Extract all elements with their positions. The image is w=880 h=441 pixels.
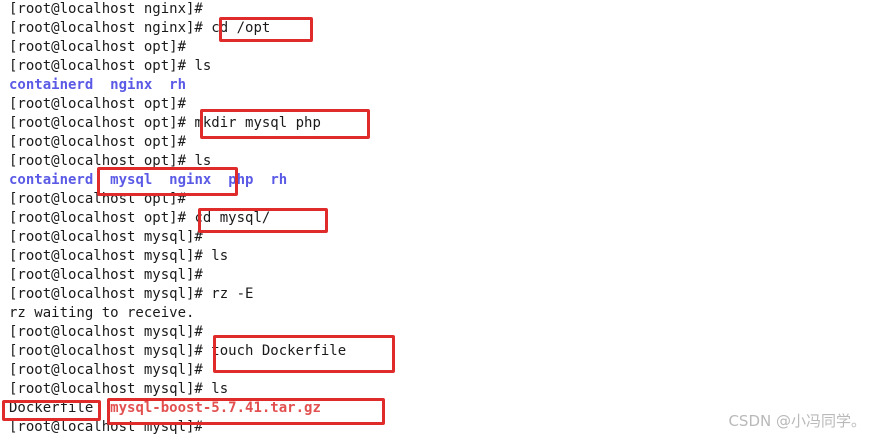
terminal-line: [root@localhost nginx]# [9,0,880,19]
directory-entry: containerd [9,172,94,188]
terminal-line: [root@localhost opt]# mkdir mysql php [9,114,880,133]
terminal-line: [root@localhost nginx]# cd /opt [9,19,880,38]
terminal-line: rz waiting to receive. [9,304,880,323]
shell-prompt: [root@localhost mysql]# [9,362,203,378]
directory-entry: rh [169,77,187,93]
directory-entry: nginx [110,77,153,93]
shell-command: touch Dockerfile [202,343,347,359]
shell-prompt: [root@localhost opt]# [9,210,187,226]
archive-entry: mysql-boost-5.7.41.tar.gz [110,400,321,416]
terminal-line: [root@localhost opt]# ls [9,152,880,171]
terminal-line: containerd nginx rh [9,76,880,95]
terminal-line: [root@localhost mysql]# [9,361,880,380]
shell-prompt: [root@localhost mysql]# [9,248,203,264]
shell-command: mkdir mysql php [186,115,321,131]
terminal-line: [root@localhost mysql]# touch Dockerfile [9,342,880,361]
shell-prompt: [root@localhost mysql]# [9,343,203,359]
shell-prompt: [root@localhost opt]# [9,115,187,131]
shell-prompt: [root@localhost nginx]# [9,20,203,36]
directory-entry: rh [270,172,288,188]
highlight-archive [107,398,385,425]
highlight-cd-opt [219,17,313,42]
shell-command: ls [202,248,229,264]
shell-command: ls [202,381,229,397]
file-entry: Dockerfile [9,400,94,416]
highlight-touch [213,335,395,373]
directory-entry: php [228,172,254,188]
terminal-line: [root@localhost opt]# [9,133,880,152]
terminal-line: [root@localhost opt]# ls [9,57,880,76]
shell-prompt: [root@localhost mysql]# [9,381,203,397]
shell-prompt: [root@localhost mysql]# [9,229,203,245]
shell-prompt: [root@localhost nginx]# [9,1,203,17]
terminal-line: [root@localhost opt]# [9,38,880,57]
highlight-mysql-nginx [97,167,238,196]
terminal-line: Dockerfile mysql-boost-5.7.41.tar.gz [9,399,880,418]
directory-entry: nginx [169,172,212,188]
terminal-line: [root@localhost mysql]# [9,323,880,342]
command-output: rz waiting to receive. [9,305,195,321]
highlight-dockerfile [2,400,101,421]
shell-prompt: [root@localhost opt]# [9,153,187,169]
highlight-mkdir [200,109,370,139]
highlight-cd-mysql [198,208,328,233]
shell-prompt: [root@localhost opt]# [9,96,187,112]
terminal-window[interactable]: [root@localhost nginx]#[root@localhost n… [9,0,880,441]
terminal-line: [root@localhost mysql]# ls [9,380,880,399]
shell-prompt: [root@localhost opt]# [9,58,187,74]
terminal-line: containerd mysql nginx php rh [9,171,880,190]
terminal-line: [root@localhost opt]# cd mysql/ [9,209,880,228]
terminal-line: [root@localhost mysql]# ls [9,247,880,266]
directory-entry: mysql [110,172,153,188]
shell-prompt: [root@localhost opt]# [9,39,187,55]
shell-prompt: [root@localhost opt]# [9,134,187,150]
terminal-line: [root@localhost opt]# [9,95,880,114]
terminal-line: [root@localhost mysql]# [9,228,880,247]
terminal-line: [root@localhost mysql]# rz -E [9,285,880,304]
shell-command: ls [186,153,212,169]
shell-command: ls [186,58,212,74]
directory-entry: containerd [9,77,94,93]
terminal-line: [root@localhost mysql]# [9,266,880,285]
shell-command: rz -E [202,286,254,302]
shell-prompt: [root@localhost mysql]# [9,324,203,340]
csdn-watermark: CSDN @小冯同学。 [728,412,866,430]
shell-prompt: [root@localhost mysql]# [9,267,203,283]
shell-prompt: [root@localhost mysql]# [9,286,203,302]
